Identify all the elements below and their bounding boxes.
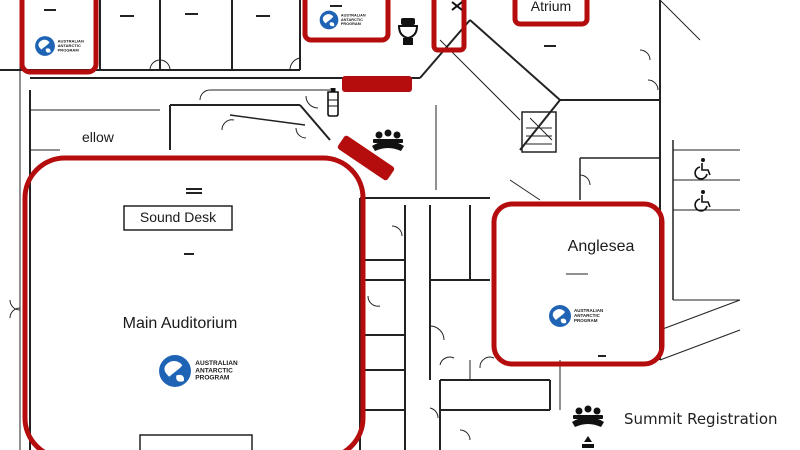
svg-text:PROGRAM: PROGRAM [574, 318, 598, 323]
legend-meeting-table-icon [572, 405, 604, 427]
registration-desk-bar [342, 76, 412, 92]
room-label-yellow: ellow [82, 129, 115, 145]
svg-text:PROGRAM: PROGRAM [58, 47, 80, 52]
svg-text:AUSTRALIAN: AUSTRALIAN [341, 14, 366, 18]
wheelchair-icon [694, 157, 711, 180]
stage-area [139, 434, 253, 450]
water-bottle-icon [327, 88, 339, 117]
australian-antarctic-program-logo: AUSTRALIAN ANTARCTIC PROGRAM [549, 305, 603, 327]
svg-text:PROGRAM: PROGRAM [195, 375, 229, 382]
room-markers [44, 5, 606, 357]
svg-text:ANTARCTIC: ANTARCTIC [58, 43, 81, 48]
svg-text:ANTARCTIC: ANTARCTIC [574, 313, 601, 318]
atrium-room-outline [512, 0, 590, 27]
room-label-sound-desk: Sound Desk [140, 209, 217, 225]
australian-antarctic-program-logo: AUSTRALIAN ANTARCTIC PROGRAM [159, 355, 238, 387]
legend-partial-icon [582, 436, 594, 448]
top-centre-room-outline [302, 0, 391, 43]
legend-summit-registration: Summit Registration [624, 410, 778, 428]
sound-desk-outline [22, 155, 366, 450]
meeting-table-icon [372, 129, 404, 151]
australian-antarctic-program-logo: AUSTRALIAN ANTARCTIC PROGRAM [319, 10, 366, 30]
entry-barrier-bar [337, 135, 395, 181]
corridor-x-mark [451, 1, 463, 11]
wheelchair-icon [694, 189, 711, 212]
top-left-room-outline [19, 0, 99, 75]
corridor-door-outline [431, 0, 467, 53]
toilet-icon [397, 18, 419, 45]
svg-text:AUSTRALIAN: AUSTRALIAN [574, 308, 603, 313]
room-label-anglesea: Anglesea [568, 238, 635, 255]
highlighted-rooms [19, 0, 665, 450]
svg-text:AUSTRALIAN: AUSTRALIAN [195, 360, 238, 367]
svg-text:ANTARCTIC: ANTARCTIC [341, 18, 363, 22]
svg-text:ANTARCTIC: ANTARCTIC [195, 367, 233, 374]
svg-text:PROGRAM: PROGRAM [341, 22, 361, 26]
walls [0, 0, 741, 450]
sound-desk-box [123, 205, 233, 231]
room-label-main-auditorium: Main Auditorium [123, 315, 238, 332]
svg-text:AUSTRALIAN: AUSTRALIAN [58, 38, 84, 43]
anglesea-room-outline [491, 201, 665, 367]
australian-antarctic-program-logo: AUSTRALIAN ANTARCTIC PROGRAM [35, 36, 84, 56]
door-swings [9, 49, 659, 441]
room-label-atrium: Atrium [531, 0, 571, 14]
